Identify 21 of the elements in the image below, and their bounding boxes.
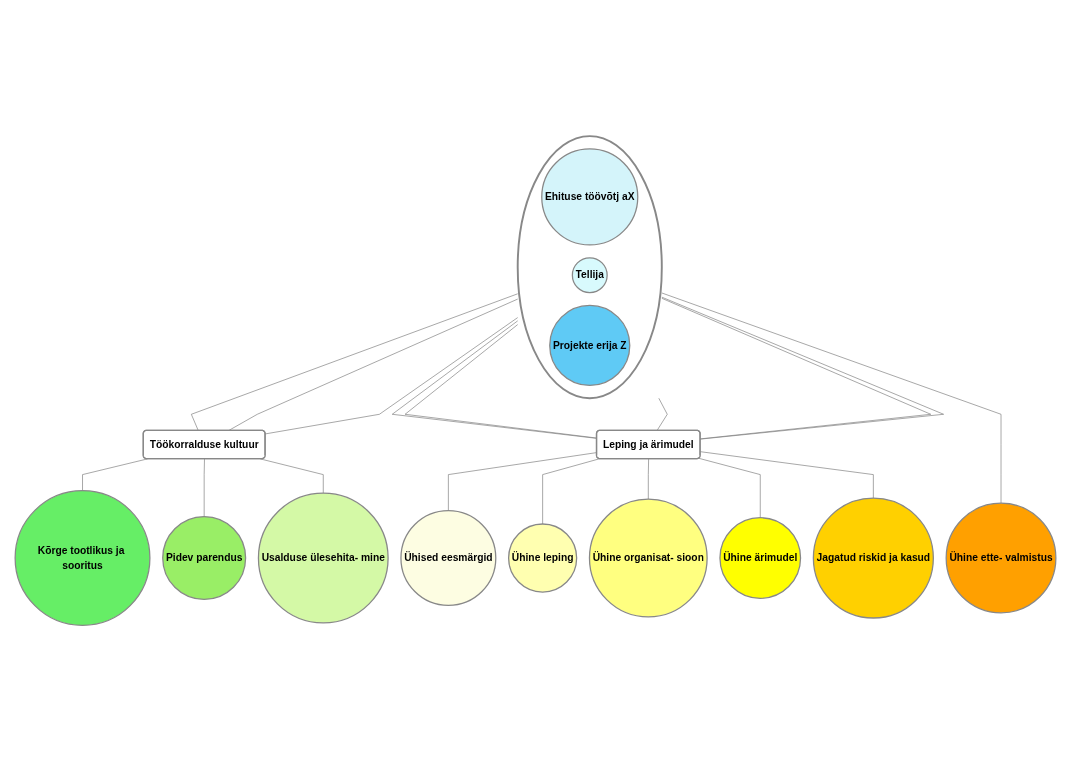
connector (82, 458, 148, 491)
connector (203, 458, 205, 517)
node-circle: Kõrge tootlikus ja sooritus (14, 489, 151, 626)
node-circle: Ehituse töövõtj aX (541, 148, 639, 246)
node-circle: Tellija (571, 256, 608, 293)
node-circle: Pidev parendus (162, 515, 247, 600)
node-circle: Ühine leping (508, 523, 578, 593)
node-circle: Ühised eesmärgid (400, 509, 497, 606)
cluster (516, 134, 663, 399)
connector (259, 458, 324, 494)
node-circle: Jagatud riskid ja kasud (812, 497, 934, 619)
node-circle: Projekte erija Z (549, 304, 631, 386)
node-circle: Usalduse ülesehita- mine (257, 492, 389, 624)
connector (661, 292, 1002, 504)
node-circle: Ühine organisat- sioon (588, 498, 708, 618)
connector (542, 458, 600, 525)
connector (700, 451, 874, 499)
node-circle: Ühine ette- valmistus (945, 502, 1057, 614)
node-circle: Ühine ärimudel (719, 516, 802, 599)
connector (698, 457, 761, 518)
connector (647, 458, 649, 500)
